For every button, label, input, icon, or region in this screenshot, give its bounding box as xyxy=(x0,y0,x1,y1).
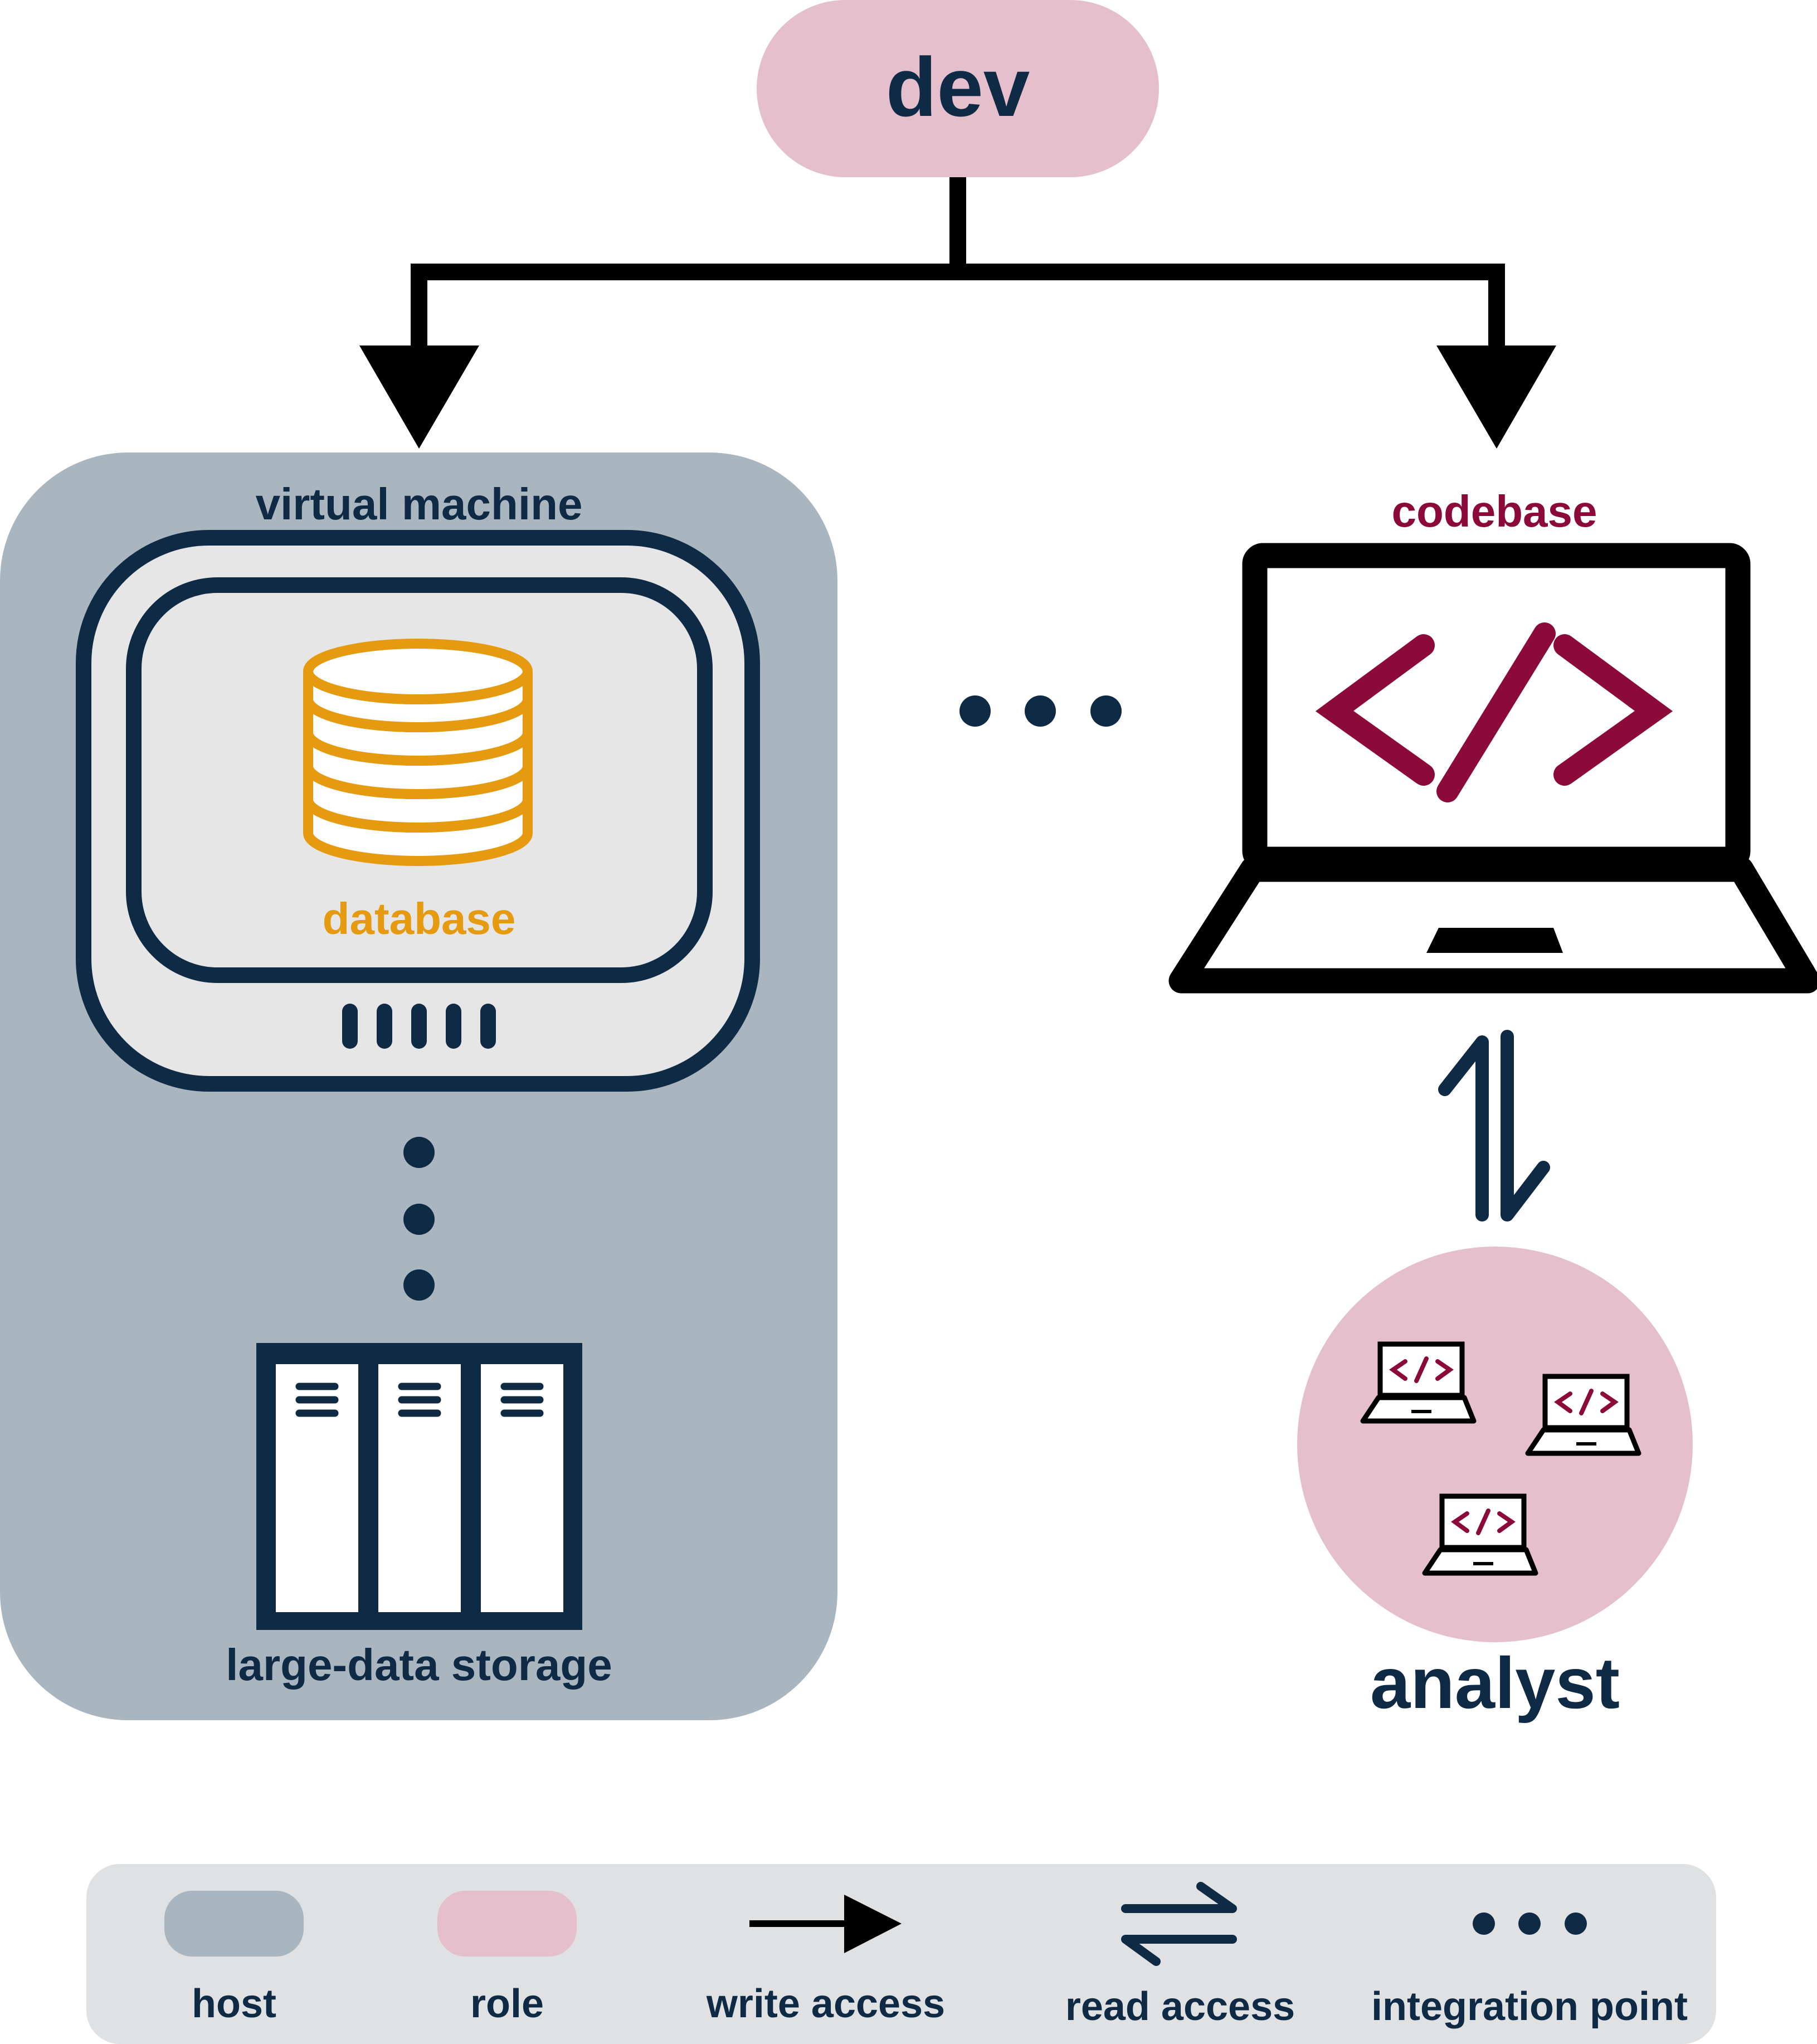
write-arrow-icon xyxy=(749,1895,902,1953)
legend-role: role xyxy=(437,1891,577,2026)
legend-host: host xyxy=(164,1891,304,2026)
small-laptop-1 xyxy=(1360,1341,1477,1424)
legend-host-label: host xyxy=(192,1982,276,2026)
server-icon xyxy=(256,1343,582,1630)
legend-integration-point: integration point xyxy=(1371,1912,1688,2029)
small-laptop-2 xyxy=(1525,1374,1641,1456)
legend-write-access: write access xyxy=(706,1895,945,2026)
integration-dots-middle xyxy=(959,695,1122,727)
read-arrows-icon xyxy=(1121,1882,1237,1966)
virtual-machine-host: virtual machine database xyxy=(0,452,837,1720)
large-data-storage-label: large-data storage xyxy=(226,1640,612,1690)
write-connector xyxy=(411,177,1505,348)
codebase-label: codebase xyxy=(1391,486,1597,536)
legend-integration-point-label: integration point xyxy=(1371,1984,1688,2029)
dev-label: dev xyxy=(886,40,1030,134)
legend-read-access-label: read access xyxy=(1065,1984,1295,2029)
integration-dots-icon xyxy=(1473,1912,1587,1935)
database-label: database xyxy=(323,894,516,943)
laptop-code-icon xyxy=(1168,543,1817,994)
dev-role: dev xyxy=(757,0,1159,177)
legend-write-access-label: write access xyxy=(706,1982,945,2026)
legend-read-access: read access xyxy=(1065,1882,1295,2029)
analyst-role: analyst xyxy=(1297,1247,1693,1724)
legend: host role write access read access xyxy=(86,1864,1716,2044)
codebase: codebase xyxy=(1168,486,1817,994)
analyst-label: analyst xyxy=(1370,1642,1620,1724)
small-laptop-3 xyxy=(1422,1493,1538,1576)
write-arrowhead-left xyxy=(359,345,479,449)
legend-role-label: role xyxy=(470,1982,544,2026)
virtual-machine-label: virtual machine xyxy=(256,479,583,529)
write-arrowhead-right xyxy=(1436,345,1556,449)
database-icon xyxy=(303,639,533,866)
vm-vent-slots xyxy=(342,1004,496,1049)
vm-integration-dots xyxy=(403,1137,435,1301)
bidirectional-arrow-icon xyxy=(1438,1030,1550,1221)
